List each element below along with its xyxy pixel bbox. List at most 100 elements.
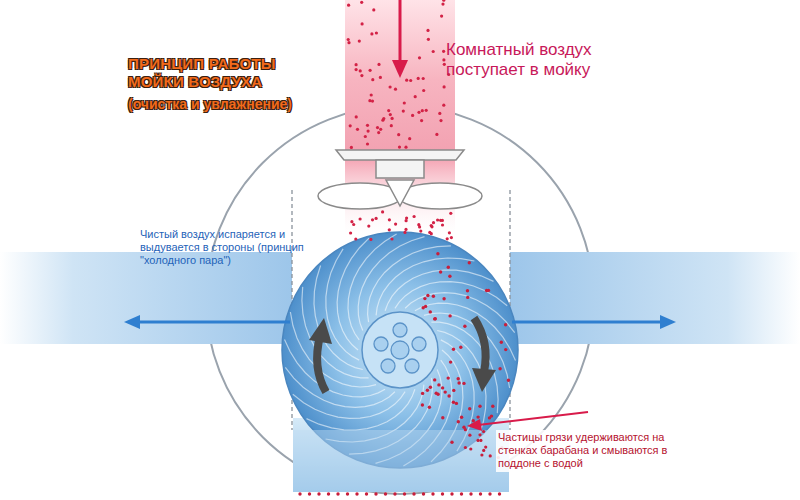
- arrow-head: [467, 419, 482, 431]
- dirt-dot: [422, 492, 425, 495]
- dirt-dot: [478, 433, 481, 436]
- rotation-arrow: [317, 336, 326, 392]
- dirt-dot: [480, 453, 483, 456]
- dirt-dot: [450, 441, 453, 444]
- dirt-dot: [484, 446, 487, 449]
- drum-vane: [307, 389, 415, 430]
- dirt-dot: [379, 128, 382, 131]
- dirt-dot: [442, 50, 445, 53]
- dirt-dot: [504, 348, 507, 351]
- dirt-dot: [402, 110, 405, 113]
- dirt-dot: [364, 135, 367, 138]
- outflow-arrow: [138, 321, 290, 324]
- dirt-dot: [423, 297, 426, 300]
- dirt-dot: [336, 492, 339, 495]
- flow-arrows: [124, 0, 676, 431]
- dirt-dot: [405, 79, 408, 82]
- room-air-band: [345, 0, 455, 160]
- dirt-dot: [360, 74, 363, 77]
- dirt-dot: [448, 314, 451, 317]
- dirt-dot: [350, 146, 353, 149]
- dirt-dot: [432, 221, 435, 224]
- dirt-dot: [431, 492, 434, 495]
- dirt-dot: [432, 50, 435, 53]
- dirt-dot: [491, 405, 494, 408]
- leader-arrow: [478, 412, 588, 425]
- dirt-dot: [479, 439, 482, 442]
- dirt-dot: [432, 295, 435, 298]
- dirt-dot: [459, 346, 462, 349]
- dirt-dot: [468, 407, 471, 410]
- dirt-dot: [370, 32, 373, 35]
- dirt-dot: [417, 223, 420, 226]
- dirt-dot: [428, 406, 431, 409]
- dirt-dot: [371, 100, 374, 103]
- dirt-dot: [462, 382, 465, 385]
- dirt-dot: [422, 77, 425, 80]
- dirt-dot: [390, 124, 393, 127]
- dirt-dot: [419, 230, 422, 233]
- dirt-dot: [435, 133, 438, 136]
- dirt-dot: [448, 231, 451, 234]
- dirt-dot: [440, 15, 443, 18]
- dirt-dot: [482, 449, 485, 452]
- dirt-dot: [393, 492, 396, 495]
- dirt-dot: [414, 95, 417, 98]
- dirt-dot: [466, 296, 469, 299]
- hub-hole: [374, 337, 388, 351]
- dirt-dot: [421, 403, 424, 406]
- dirt-dot: [411, 114, 414, 117]
- inflow-arrow: [399, 0, 402, 62]
- dirt-dot: [449, 360, 452, 363]
- dirt-dot: [327, 492, 330, 495]
- dirt-dot: [476, 415, 479, 418]
- inflow-note: Комнатный воздух поступает в мойку: [446, 40, 646, 81]
- dirt-dot: [371, 78, 374, 81]
- dirt-dot: [347, 4, 350, 7]
- dirt-dot: [412, 492, 415, 495]
- dirt-dot: [463, 325, 466, 328]
- dirt-dot: [356, 128, 359, 131]
- dirt-dot: [460, 492, 463, 495]
- dirt-dot: [355, 492, 358, 495]
- dirt-dot: [441, 223, 444, 226]
- dirt-dot: [469, 447, 472, 450]
- dirt-dot: [442, 104, 445, 107]
- dirt-dot: [479, 492, 482, 495]
- dirt-dot: [443, 85, 446, 88]
- dirt-dot: [377, 131, 380, 134]
- fan-motor: [376, 160, 424, 178]
- dirt-dot: [429, 310, 432, 313]
- diagram-title: ПРИНЦИП РАБОТЫ МОЙКИ ВОЗДУХА: [128, 55, 318, 91]
- dirt-dot: [436, 252, 439, 255]
- dirt-dot: [439, 270, 442, 273]
- dirt-dot: [349, 231, 352, 234]
- dirt-dot: [446, 237, 449, 240]
- drum-hub: [362, 312, 438, 388]
- outflow-note: Чистый воздух испаряется и выдувается в …: [140, 228, 308, 268]
- dirt-dot: [370, 93, 373, 96]
- dirt-dot: [498, 367, 501, 370]
- drum-vane: [368, 246, 451, 322]
- arrow-head: [660, 315, 676, 329]
- dirt-dot: [444, 390, 447, 393]
- drum-vane: [337, 238, 369, 350]
- dirt-dot: [391, 117, 394, 120]
- drum-vane: [376, 258, 474, 315]
- dirt-dot: [369, 238, 372, 241]
- dirt-dot: [379, 76, 382, 79]
- dirt-dot: [426, 294, 429, 297]
- dirt-dot: [398, 146, 401, 149]
- dirt-dot: [460, 416, 463, 419]
- dirt-dot: [438, 112, 441, 115]
- dirt-dot: [404, 146, 407, 149]
- dirt-dot: [468, 434, 471, 437]
- dirt-dot: [397, 133, 400, 136]
- dirt-dot: [404, 228, 407, 231]
- dirt-dot: [468, 261, 471, 264]
- dirt-dot: [408, 137, 411, 140]
- dirt-dot: [358, 40, 361, 43]
- dirt-dot: [478, 405, 481, 408]
- dirt-dot: [367, 130, 370, 133]
- dirt-dot: [413, 215, 416, 218]
